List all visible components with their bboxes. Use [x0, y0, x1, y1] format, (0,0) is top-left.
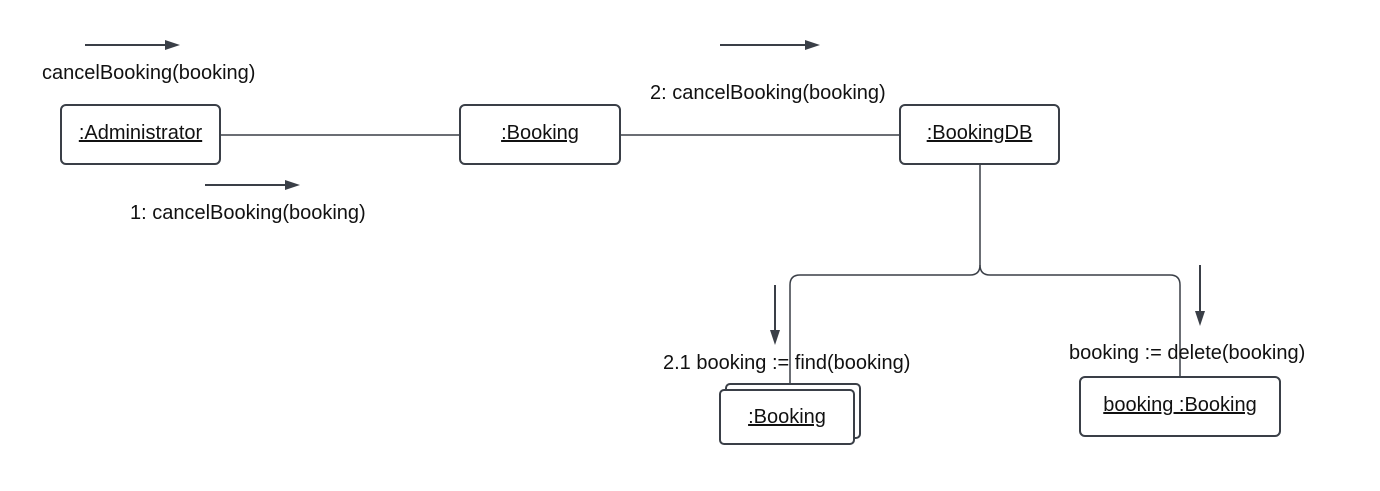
object-booking-label: :Booking	[501, 122, 579, 144]
message-2-1: 2.1 booking := find(booking)	[663, 352, 910, 374]
message-1: 1: cancelBooking(booking)	[130, 202, 366, 224]
object-booking-multi-label: :Booking	[748, 406, 826, 428]
object-booking[interactable]: :Booking	[459, 104, 621, 165]
link-bookingdb-booking-instance	[979, 264, 1181, 377]
arrow-actor-call	[85, 40, 180, 50]
object-administrator[interactable]: :Administrator	[60, 104, 221, 165]
links	[220, 134, 1181, 385]
arrow-head-down-icon	[770, 330, 780, 345]
arrow-msg2-1	[770, 285, 780, 345]
arrow-msg2	[720, 40, 820, 50]
arrow-msg-delete	[1195, 265, 1205, 326]
arrow-head-right-icon	[285, 180, 300, 190]
link-bookingdb-branches	[789, 165, 981, 385]
object-booking-multi[interactable]: :Booking	[719, 383, 861, 445]
message-actor-call: cancelBooking(booking)	[42, 62, 255, 84]
message-delete: booking := delete(booking)	[1069, 342, 1305, 364]
object-bookingdb-label: :BookingDB	[927, 122, 1033, 144]
object-booking-instance-label: booking :Booking	[1103, 394, 1256, 416]
arrow-head-right-icon	[165, 40, 180, 50]
arrow-head-right-icon	[805, 40, 820, 50]
object-booking-instance[interactable]: booking :Booking	[1079, 376, 1281, 437]
arrow-msg1	[205, 180, 300, 190]
message-2: 2: cancelBooking(booking)	[650, 82, 886, 104]
arrow-head-down-icon	[1195, 311, 1205, 326]
object-bookingdb[interactable]: :BookingDB	[899, 104, 1060, 165]
object-administrator-label: :Administrator	[79, 122, 203, 144]
